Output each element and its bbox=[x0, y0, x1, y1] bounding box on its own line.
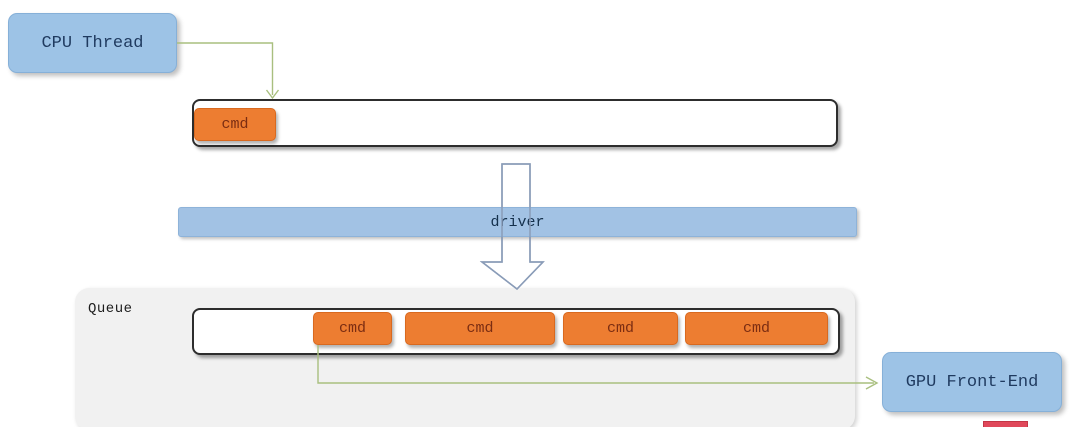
down-arrow-outline-icon bbox=[479, 163, 545, 291]
gpu-front-end-box: GPU Front-End bbox=[882, 352, 1062, 412]
driver-bar: driver bbox=[178, 207, 857, 237]
command-buffer-track bbox=[192, 99, 838, 147]
queue-panel-label: Queue bbox=[88, 301, 133, 317]
cmd-chip: cmd bbox=[405, 312, 555, 345]
cmd-chip: cmd bbox=[685, 312, 828, 345]
red-marker bbox=[983, 421, 1028, 427]
cmd-chip: cmd bbox=[313, 312, 392, 345]
cpu-to-buffer-arrow bbox=[177, 42, 280, 100]
cmd-chip: cmd bbox=[194, 108, 276, 141]
cpu-thread-box: CPU Thread bbox=[8, 13, 177, 73]
cmd-chip: cmd bbox=[563, 312, 678, 345]
